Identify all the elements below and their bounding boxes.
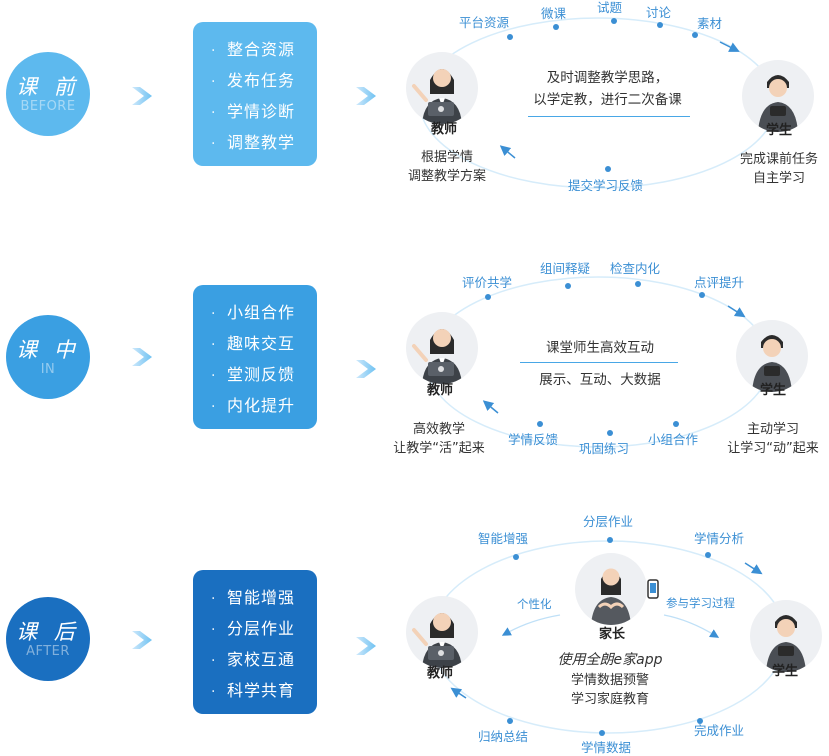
task-item: ·分层作业: [211, 619, 296, 638]
flow-label: 学情反馈: [508, 432, 559, 447]
task-item: ·调整教学: [211, 133, 296, 152]
task-item: ·智能增强: [211, 588, 296, 607]
task-item: ·家校互通: [211, 650, 296, 669]
task-item: ·整合资源: [211, 40, 296, 59]
stage-title: 课 后: [16, 620, 80, 644]
flow-label: 完成作业: [694, 723, 745, 738]
student-avatar: [750, 600, 822, 672]
student-avatar: [742, 60, 814, 132]
flow-label: 讨论: [646, 5, 672, 20]
flow-label: 小组合作: [648, 432, 699, 447]
teacher-avatar: [406, 52, 478, 124]
task-item: ·堂测反馈: [211, 365, 296, 384]
teacher-icon: [412, 329, 462, 384]
student-icon: [766, 615, 806, 672]
center-line: 及时调整教学思路，: [546, 70, 669, 86]
task-list-before: ·整合资源 ·发布任务 ·学情诊断 ·调整教学: [193, 22, 317, 166]
flow-label: 微课: [541, 6, 567, 21]
teacher-caption: 根据学情 调整教学方案: [407, 150, 486, 184]
flow-label: 检查内化: [610, 261, 661, 276]
flow-label: 素材: [697, 16, 723, 31]
parent-avatar: [575, 553, 647, 625]
flow-label: 学情数据: [581, 740, 632, 755]
teacher-icon: [412, 69, 462, 124]
task-list-in: ·小组合作 ·趣味交互 ·堂测反馈 ·内化提升: [193, 285, 317, 429]
center-line: 课堂师生高效互动: [546, 340, 654, 356]
parent-icon: [591, 568, 631, 625]
chevron-arrow-icon: [132, 87, 376, 655]
flow-label: 组间释疑: [540, 261, 591, 276]
stage-badge-before: 课 前 BEFORE: [6, 52, 90, 136]
stage-title: 课 前: [16, 75, 80, 99]
parent-caption: 学情数据预警 学习家庭教育: [570, 673, 649, 707]
student-caption: 完成课前任务 自主学习: [739, 152, 818, 186]
teacher-label: 教师: [426, 383, 453, 398]
flow-label: 智能增强: [478, 531, 529, 546]
student-caption: 主动学习 让学习“动”起来: [727, 422, 819, 456]
task-item: ·科学共育: [211, 681, 296, 700]
stage-subtitle: IN: [40, 362, 56, 377]
phone-icon: [647, 579, 659, 599]
flow-label: 试题: [597, 0, 623, 15]
stage-badge-in: 课 中 IN: [6, 315, 90, 399]
task-item: ·学情诊断: [211, 102, 296, 121]
student-label: 学生: [759, 383, 786, 398]
flow-label: 归纳总结: [478, 729, 529, 744]
center-line: 展示、互动、大数据: [539, 372, 661, 388]
flow-label: 提交学习反馈: [568, 178, 644, 193]
stage-subtitle: AFTER: [26, 644, 70, 659]
task-list-after: ·智能增强 ·分层作业 ·家校互通 ·科学共育: [193, 570, 317, 714]
flow-label: 个性化: [517, 597, 552, 611]
teacher-avatar: [406, 596, 478, 668]
student-icon: [752, 335, 792, 392]
flow-label: 巩固练习: [579, 441, 630, 456]
stage-badge-after: 课 后 AFTER: [6, 597, 90, 681]
teacher-label: 教师: [426, 666, 453, 681]
task-item: ·内化提升: [211, 396, 296, 415]
stage-subtitle: BEFORE: [20, 99, 76, 114]
task-item: ·小组合作: [211, 303, 296, 322]
stage-title: 课 中: [16, 338, 80, 362]
center-note: 展示、互动、大数据: [520, 369, 680, 391]
flow-label: 学情分析: [694, 531, 745, 546]
teacher-avatar: [406, 312, 478, 384]
center-note: 及时调整教学思路， 以学定教，进行二次备课: [525, 67, 690, 111]
teacher-label: 教师: [430, 122, 457, 137]
center-line: 以学定教，进行二次备课: [533, 92, 682, 108]
flow-label: 点评提升: [694, 275, 745, 290]
divider: [520, 362, 678, 363]
flow-label: 参与学习过程: [666, 596, 735, 610]
student-label: 学生: [771, 664, 798, 679]
student-label: 学生: [765, 123, 792, 138]
student-avatar: [736, 320, 808, 392]
teacher-icon: [412, 613, 462, 668]
parent-label: 家长: [598, 627, 625, 642]
flow-label: 平台资源: [459, 15, 510, 30]
app-title: 使用全朗e家app: [557, 652, 663, 668]
task-item: ·趣味交互: [211, 334, 296, 353]
task-item: ·发布任务: [211, 71, 296, 90]
flow-label: 评价共学: [462, 275, 513, 290]
student-icon: [758, 75, 798, 132]
teacher-caption: 高效教学 让教学“活”起来: [393, 422, 485, 456]
flow-label: 分层作业: [583, 514, 634, 529]
center-note: 课堂师生高效互动: [520, 337, 680, 359]
divider: [528, 116, 690, 117]
